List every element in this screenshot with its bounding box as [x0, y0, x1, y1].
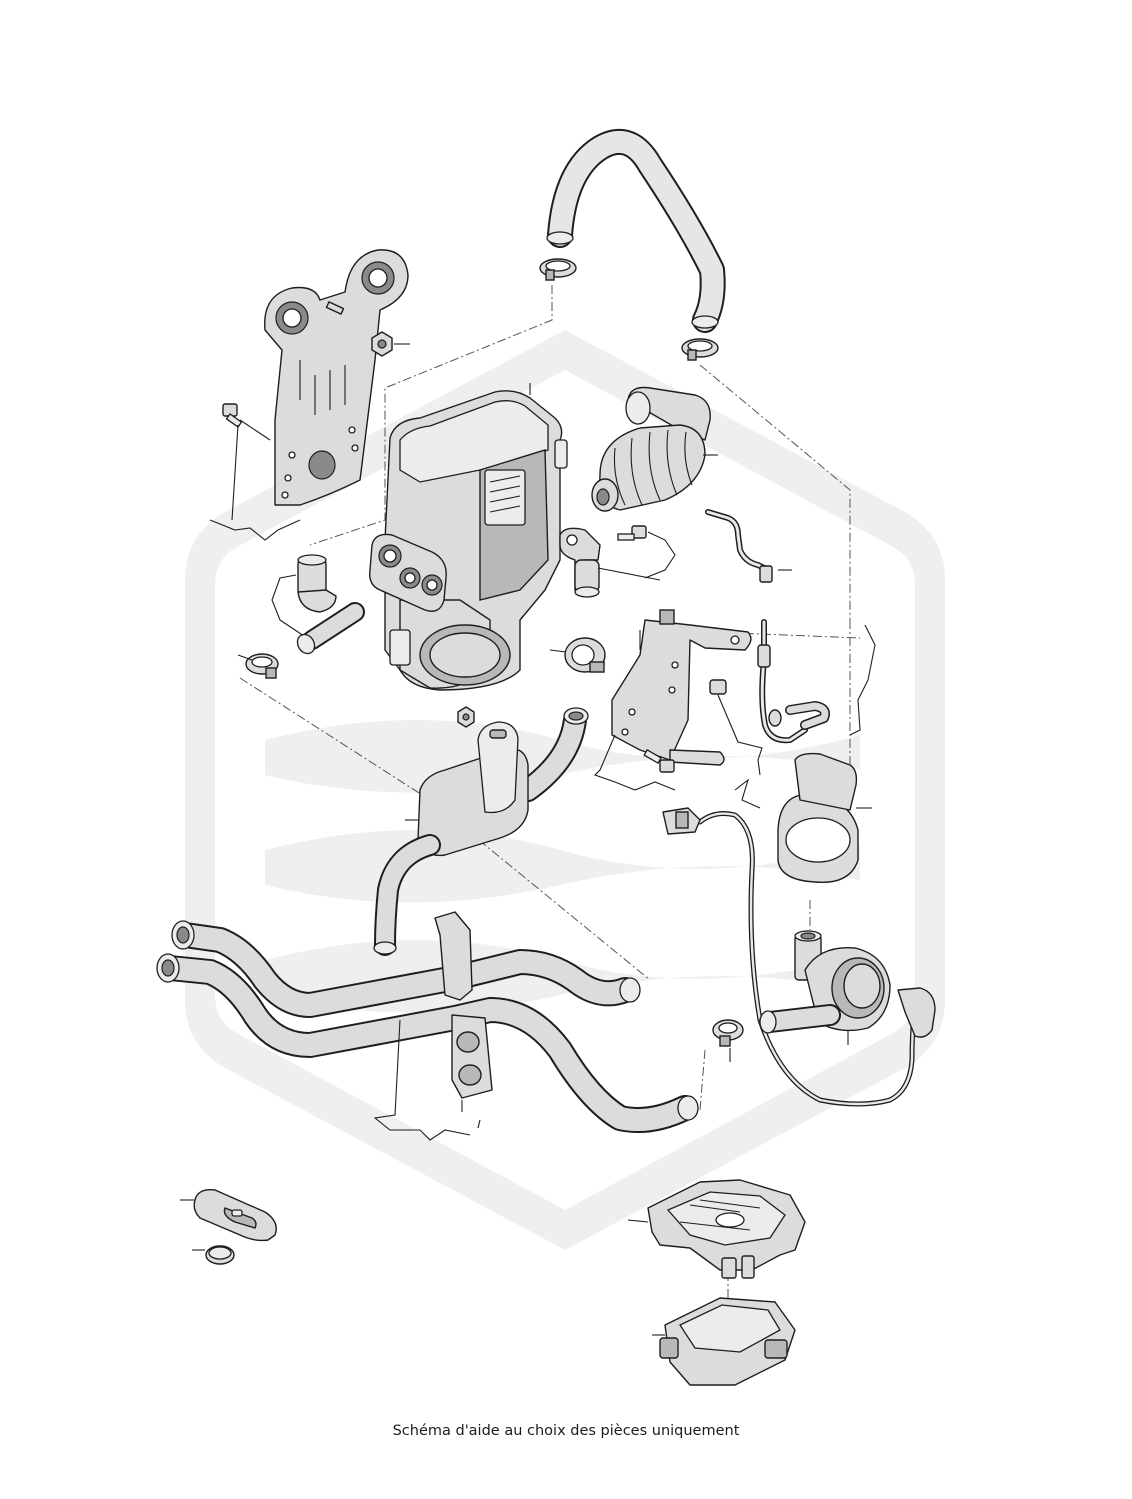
circulation-pump	[759, 930, 891, 1045]
hose-clamp-pump	[712, 1019, 744, 1062]
mounting-bolt-left	[222, 403, 271, 521]
coolant-hose-upper	[546, 128, 726, 333]
bracket-callout-brace	[209, 519, 301, 541]
bracket-stud	[325, 301, 345, 315]
fuel-pump-bracket	[611, 609, 752, 766]
hose-clamp-upper-right	[681, 338, 719, 361]
hex-nut-upper	[371, 331, 410, 357]
fuel-line-clip	[709, 679, 763, 776]
parking-heater-unit	[369, 383, 568, 691]
diagram-caption: Schéma d'aide au choix des pièces unique…	[392, 1423, 740, 1439]
pipe-grommet	[451, 1014, 493, 1112]
combustion-air-intake-silencer	[591, 386, 718, 512]
wiring-harness-cable	[662, 778, 936, 1107]
coolant-stub-lower	[296, 602, 365, 655]
heater-control-unit	[652, 1297, 796, 1386]
hose-clamp-upper-left	[539, 258, 577, 281]
hose-clamp-left	[237, 653, 279, 679]
bracket-bolt	[593, 734, 676, 791]
coin-battery	[192, 1245, 235, 1265]
coolant-pump-holder-ring	[777, 752, 872, 884]
fuel-line	[705, 509, 876, 744]
coolant-pipes-twin	[156, 911, 699, 1141]
coolant-stub-upper	[271, 554, 337, 641]
mounting-bracket	[264, 249, 409, 506]
exhaust-silencer	[373, 707, 589, 956]
exhaust-pipe-clamp	[549, 637, 606, 673]
control-unit-holder	[627, 1179, 806, 1279]
flange-bolt	[597, 525, 676, 581]
remote-control-fob	[180, 1189, 277, 1242]
coolant-elbow-flange	[559, 527, 601, 598]
hex-nut-center	[457, 706, 475, 728]
